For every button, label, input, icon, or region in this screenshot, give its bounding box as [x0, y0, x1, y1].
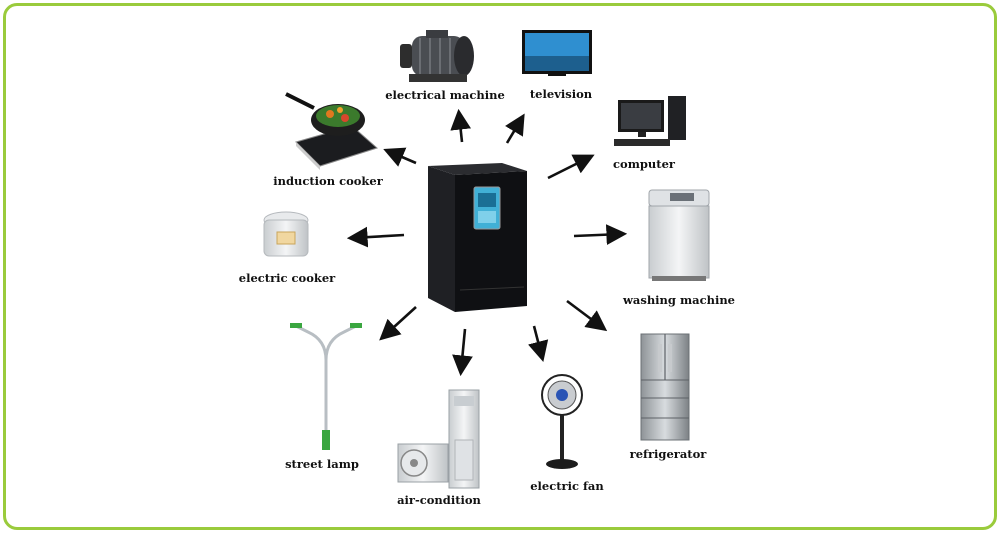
label-television: television: [530, 87, 593, 101]
street-lamp-icon: [290, 323, 362, 450]
arrows: [346, 108, 628, 377]
electrical-machine-icon: [400, 30, 474, 82]
label-induction-cooker: induction cooker: [273, 174, 383, 188]
label-electric-fan: electric fan: [530, 479, 604, 493]
label-air-condition: air-condition: [397, 493, 481, 507]
arrow-to-computer: [547, 154, 595, 180]
arrow-to-electric-fan: [528, 325, 549, 363]
arrow-to-street-lamp: [379, 306, 417, 341]
electric-fan-icon: [541, 374, 583, 469]
washing-machine-icon: [648, 189, 710, 281]
inverter-icon: [428, 163, 527, 312]
induction-cooker-icon: [285, 92, 378, 170]
arrow-to-refrigerator: [566, 299, 608, 332]
arrow-to-induction-cooker: [383, 147, 417, 167]
label-electrical-machine: electrical machine: [385, 88, 505, 102]
arrow-to-washing-machine: [573, 224, 628, 246]
television-icon: [522, 30, 592, 76]
electric-cooker-icon: [263, 211, 309, 257]
air-condition-icon: [397, 389, 480, 489]
label-refrigerator: refrigerator: [630, 447, 708, 461]
label-street-lamp: street lamp: [285, 457, 359, 471]
label-electric-cooker: electric cooker: [239, 271, 336, 285]
arrow-to-electrical-machine: [450, 108, 472, 143]
refrigerator-icon: [640, 333, 690, 441]
label-washing-machine: washing machine: [622, 293, 735, 307]
arrow-to-electric-cooker: [346, 226, 405, 248]
arrow-to-television: [505, 113, 525, 144]
label-computer: computer: [613, 157, 676, 171]
computer-icon: [614, 96, 686, 146]
arrow-to-air-condition: [452, 328, 473, 377]
